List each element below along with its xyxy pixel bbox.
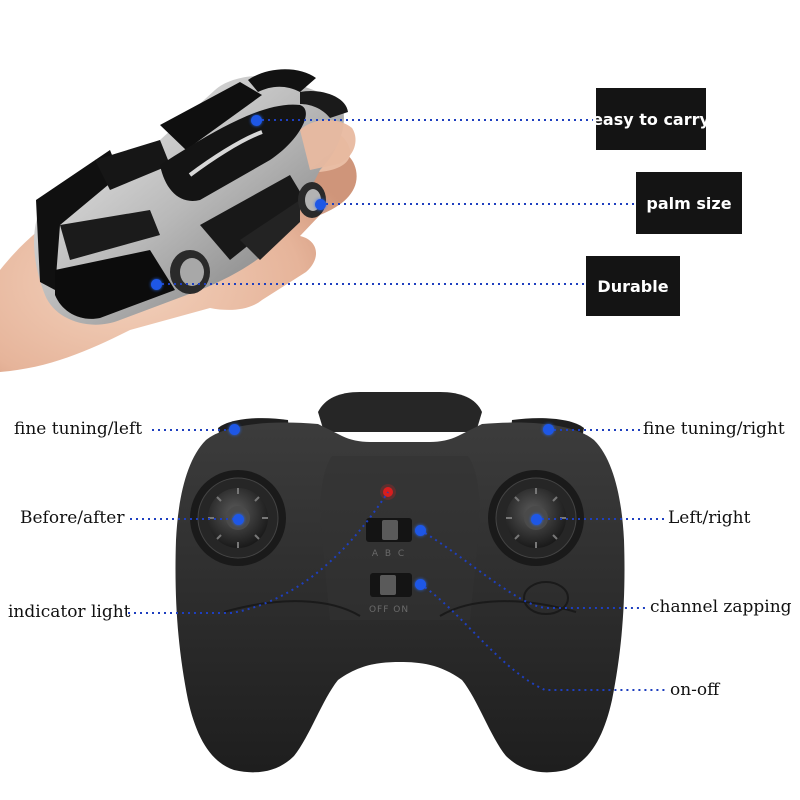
palm-size-marker-dot: [314, 198, 326, 210]
power-switch-markings: OFF ON: [369, 605, 409, 615]
fine-tuning-right-marker-dot: [542, 423, 554, 435]
left-right-marker-dot: [530, 513, 542, 525]
channel-switch-markings: A B C: [372, 549, 406, 559]
remote-controller: A B C OFF ON: [175, 392, 625, 773]
easy-to-carry-marker-dot: [250, 114, 262, 126]
indicator-light-label: indicator light: [8, 602, 131, 622]
top-leader-lines: [156, 119, 636, 285]
channel-zapping-marker-dot: [414, 524, 426, 536]
fine-tuning-left-label: fine tuning/left: [14, 419, 143, 439]
durable-marker-dot: [150, 278, 162, 290]
left-right-label: Left/right: [668, 508, 751, 528]
on-off-label: on-off: [670, 680, 720, 700]
fine-tuning-left-marker-dot: [228, 423, 240, 435]
channel-switch: A B C: [366, 518, 412, 559]
durable-tag: Durable: [586, 256, 680, 316]
channel-zapping-label: channel zapping: [650, 597, 792, 617]
power-switch: OFF ON: [369, 573, 412, 615]
easy-to-carry-tag: easy to carry: [592, 88, 710, 150]
palm-size-tag: palm size: [636, 172, 742, 234]
hand-with-car-photo: [0, 69, 357, 372]
remote-leader-lines: [128, 429, 666, 691]
before-after-label: Before/after: [20, 508, 125, 528]
on-off-marker-dot: [414, 578, 426, 590]
before-after-marker-dot: [232, 513, 244, 525]
fine-tuning-right-label: fine tuning/right: [643, 419, 785, 439]
